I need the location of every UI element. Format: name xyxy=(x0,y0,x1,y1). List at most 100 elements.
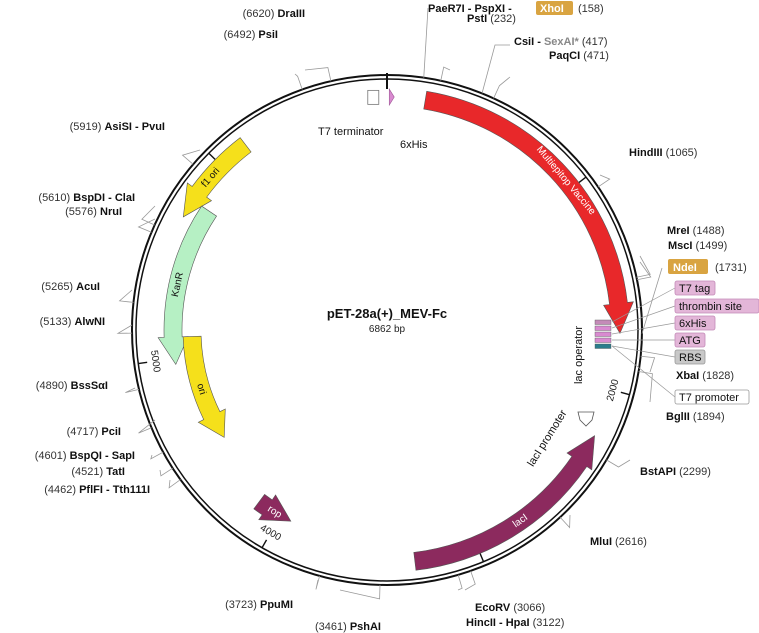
site-name: PshAI xyxy=(350,621,381,633)
tick-mark xyxy=(208,152,216,161)
site-position: (1065) xyxy=(663,147,698,159)
plasmid-backbone xyxy=(131,73,643,586)
site-position: (471) xyxy=(580,50,609,62)
site-psti: PstI (232) xyxy=(467,13,516,25)
site-leader xyxy=(159,467,173,477)
small-feature-mark xyxy=(594,343,612,349)
tick-mark xyxy=(479,553,485,562)
site-position: (5133) xyxy=(40,316,75,328)
site-position: (3461) xyxy=(315,621,350,633)
tick-label: 5000 xyxy=(148,350,162,374)
his-tag-label: 6xHis xyxy=(400,139,428,151)
feature-arrow-multiepitop-vaccine xyxy=(423,90,634,334)
tick-label: 4000 xyxy=(258,523,283,544)
site-name: HindIII xyxy=(629,147,663,159)
site-bstapi: BstAPI (2299) xyxy=(640,466,711,478)
site-name: AsiSI - PvuI xyxy=(104,121,165,133)
site-position: (5919) xyxy=(70,121,105,133)
site-position: (1894) xyxy=(690,411,725,423)
site-leader xyxy=(440,66,451,81)
site-tati: (4521) TatI xyxy=(71,466,125,478)
site-name: NruI xyxy=(100,206,122,218)
site-name: PpuMI xyxy=(260,599,293,611)
site-leader xyxy=(118,289,134,303)
site-leader xyxy=(181,149,201,165)
site-leader xyxy=(116,324,133,334)
site-position: (3723) xyxy=(225,599,260,611)
site-bglii: BglII (1894) xyxy=(666,411,725,423)
site-paqci: PaqCI (471) xyxy=(549,50,609,62)
feature-leader xyxy=(611,345,676,358)
feature-leader xyxy=(611,322,676,335)
site-name: PsiI xyxy=(258,29,278,41)
small-feature-mark xyxy=(594,337,612,343)
site-mlui: MluI (2616) xyxy=(590,536,647,548)
site-position: (5576) xyxy=(65,206,100,218)
restriction-sites: (6620) DraIII (6492) PsiI (5919) AsiSI - P… xyxy=(35,8,734,633)
site-position: (2299) xyxy=(676,466,711,478)
feature-leader xyxy=(611,305,676,329)
site-name: EcoRV xyxy=(475,602,511,614)
site-leader xyxy=(304,67,332,82)
tick-mark xyxy=(261,539,268,549)
site-leader xyxy=(597,174,611,188)
ndei-highlight xyxy=(668,259,708,274)
feature-arrow-ori xyxy=(182,335,226,438)
laci-promoter-label: lacI promoter xyxy=(525,408,569,469)
site-position: (6492) xyxy=(224,29,259,41)
feature-box xyxy=(674,315,716,331)
site-bspqi-sapi: (4601) BspQI - SapI xyxy=(35,450,135,462)
site-bspdi-clai: (5610) BspDI - ClaI xyxy=(38,192,135,204)
site-position: (1499) xyxy=(692,240,727,252)
feature-box-label: ATG xyxy=(679,335,701,347)
his-tag-mark xyxy=(388,87,395,107)
plasmid-title: pET-28a(+)_MEV-Fc xyxy=(327,306,447,321)
site-pflfi-tth111i: (4462) PflFI - Tth111I xyxy=(44,484,150,496)
site-name: BglII xyxy=(666,411,690,423)
site-position: (4717) xyxy=(67,426,102,438)
site-position: (1731) xyxy=(715,262,747,274)
site-position: (3066) xyxy=(510,602,545,614)
t7-terminator-mark xyxy=(367,89,380,105)
t7-terminator-label: T7 terminator xyxy=(318,126,384,138)
small-feature-mark xyxy=(594,319,612,325)
site-name: MreI xyxy=(667,225,690,237)
feature-leader xyxy=(611,345,676,398)
site-position: (1488) xyxy=(690,225,725,237)
tick-label: 2000 xyxy=(605,378,621,403)
site-position: (4462) xyxy=(44,484,79,496)
site-leader xyxy=(636,261,652,281)
site-name: XbaI xyxy=(676,370,699,382)
site-csii-sexai: CsiI - SexAI* (417) xyxy=(514,36,608,48)
feature-box-label: RBS xyxy=(679,352,702,364)
site-draiii: (6620) DraIII xyxy=(243,8,305,20)
site-name: HincII - HpaI xyxy=(466,617,530,629)
feature-box xyxy=(674,280,716,296)
site-position: (4601) xyxy=(35,450,70,462)
site-leader xyxy=(294,73,303,90)
site-name: PflFI - Tth111I xyxy=(79,484,150,496)
site-asisi-pvui: (5919) AsiSI - PvuI xyxy=(70,121,165,133)
site-msci: MscI (1499) xyxy=(668,240,727,252)
feature-arrow-f1-ori xyxy=(182,137,252,218)
plasmid-length: 6862 bp xyxy=(369,324,406,335)
site-ppumi: (3723) PpuMI xyxy=(225,599,293,611)
tick-mark xyxy=(578,176,587,184)
site-leader xyxy=(138,419,156,434)
site-position: (417) xyxy=(579,36,608,48)
feature-box-label: thrombin site xyxy=(679,301,742,313)
site-name: PaeR7I - PspXI - xyxy=(428,3,512,15)
site-paer7i-pspxi-xhoi: PaeR7I - PspXI - xyxy=(428,3,512,15)
laci-promoter-mark xyxy=(577,411,595,427)
site-name: BstAPI xyxy=(640,466,676,478)
tick-mark xyxy=(138,361,148,365)
site-name: PciI xyxy=(101,426,121,438)
site-leader xyxy=(457,574,463,591)
feature-box xyxy=(674,389,750,405)
site-leader xyxy=(125,387,140,393)
feature-arrow-kanr xyxy=(157,205,217,366)
site-position: (6620) xyxy=(243,8,278,20)
xhoi-highlight xyxy=(536,1,573,15)
site-ndei: NdeI xyxy=(673,262,697,274)
site-leader xyxy=(423,7,429,78)
